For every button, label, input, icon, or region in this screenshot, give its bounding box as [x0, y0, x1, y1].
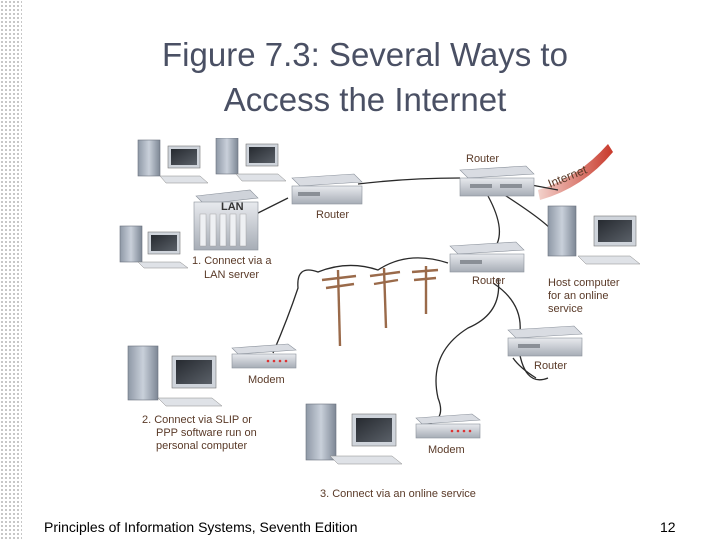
host-line1: Host computer — [548, 277, 620, 289]
modem-online-label: Modem — [428, 444, 465, 456]
utility-poles — [321, 266, 439, 347]
workstation-top-left-1 — [137, 139, 209, 184]
router-lan — [291, 173, 363, 205]
online-service-workstation — [305, 403, 403, 465]
router-middle — [449, 241, 525, 273]
router-top — [459, 165, 535, 197]
workstation-left-middle — [119, 225, 189, 269]
title-line-1: Figure 7.3: Several Ways to — [162, 36, 568, 73]
caption-slip-line2: PPP software run on — [156, 427, 257, 439]
host-line3: service — [548, 303, 583, 315]
modem-slip — [231, 343, 297, 369]
workstation-top-left-2 — [215, 138, 287, 182]
decorative-dotted-border — [0, 0, 22, 540]
router-middle-label: Router — [472, 275, 505, 287]
title-line-2: Access the Internet — [223, 81, 507, 118]
lan-box-label: LAN — [221, 201, 244, 213]
caption-slip-line3: personal computer — [156, 440, 247, 452]
host-computer — [547, 205, 641, 265]
slip-workstation — [127, 345, 223, 407]
caption-lan-line1: 1. Connect via a — [192, 255, 272, 267]
footer-text: Principles of Information Systems, Seven… — [44, 519, 358, 535]
router-bottom-right — [507, 325, 583, 357]
router-top-label: Router — [466, 153, 499, 165]
lan-server: LAN — [193, 189, 259, 251]
caption-lan-line2: LAN server — [204, 269, 259, 281]
router-lan-label: Router — [316, 209, 349, 221]
modem-slip-label: Modem — [248, 374, 285, 386]
caption-slip-line1: 2. Connect via SLIP or — [142, 414, 252, 426]
host-line2: for an online — [548, 290, 609, 302]
modem-online — [415, 413, 481, 439]
internet-access-diagram: Internet LAN — [119, 138, 641, 500]
slide-title: Figure 7.3: Several Ways to Access the I… — [90, 32, 640, 122]
internet-band — [538, 144, 613, 200]
page-number: 12 — [660, 519, 676, 535]
caption-online: 3. Connect via an online service — [320, 488, 476, 500]
router-bottom-right-label: Router — [534, 360, 567, 372]
